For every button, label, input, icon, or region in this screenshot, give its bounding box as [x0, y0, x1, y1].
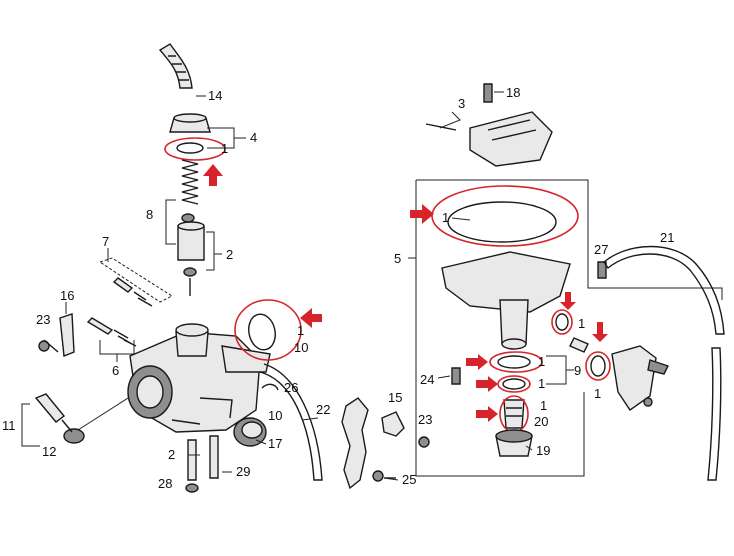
callout-24: 24	[420, 372, 434, 387]
bracket-screw-low-part	[372, 470, 396, 482]
carburetor-body-part	[127, 323, 271, 433]
cap-gasket-part	[176, 142, 204, 154]
seal-upper-part	[497, 355, 531, 369]
callout-1-needle: 1	[221, 141, 228, 156]
cap-gasket-arrow	[203, 164, 223, 186]
fuel-hose-lower-part	[707, 347, 722, 481]
callout-1-float: 1	[297, 323, 304, 338]
callout-21: 21	[660, 230, 674, 245]
drain-cap-part	[233, 417, 267, 447]
callout-7: 7	[102, 234, 109, 249]
cap-gasket-highlight	[164, 137, 226, 161]
seal-lower-part	[502, 378, 526, 390]
callout-29: 29	[236, 464, 250, 479]
valve-oring-arrow	[592, 322, 608, 342]
callout-28: 28	[158, 476, 172, 491]
fuel-hose-part	[603, 245, 725, 335]
callout-27: 27	[594, 242, 608, 257]
bracket-screw-part	[38, 339, 59, 353]
callout-1-jet: 1	[578, 316, 585, 331]
callout-23-left: 23	[36, 312, 50, 327]
sediment-cup-part	[495, 429, 533, 457]
cable-bracket-part	[381, 411, 405, 437]
needle-clip-part	[181, 213, 195, 223]
heat-shield-part	[341, 397, 369, 490]
callout-5: 5	[394, 251, 401, 266]
cable-boot-part	[158, 43, 193, 89]
bottom-jet-part	[185, 439, 199, 493]
valve-oring-highlight	[585, 351, 611, 381]
callout-18: 18	[506, 85, 520, 100]
idle-screw-part	[86, 317, 137, 347]
callout-22: 22	[316, 402, 330, 417]
seal-upper-arrow	[466, 354, 488, 370]
jet-oring-highlight	[551, 309, 573, 335]
choke-part	[34, 393, 85, 444]
jet-oring-arrow	[560, 292, 576, 310]
hose-clip-part	[261, 383, 279, 391]
chamber-cover-part	[469, 111, 553, 167]
bottom-screw-part	[209, 435, 219, 479]
top-cap-part	[169, 113, 211, 133]
bracket-part	[59, 313, 75, 357]
callout-11: 11	[2, 418, 16, 433]
filter-screen-part	[503, 399, 525, 429]
callout-2-bottom: 2	[168, 447, 175, 462]
bracket-screw-mid-part	[418, 436, 430, 448]
callout-20: 20	[534, 414, 548, 429]
callout-1-bowl: 1	[442, 210, 449, 225]
callout-3: 3	[458, 96, 465, 111]
float-gasket-highlight	[234, 299, 302, 361]
pilot-screw-part	[112, 277, 153, 307]
callout-17: 17	[268, 436, 282, 451]
callout-14: 14	[208, 88, 222, 103]
bowl-oring-highlight	[431, 185, 579, 247]
callout-15: 15	[388, 390, 402, 405]
callout-9: 9	[574, 363, 581, 378]
bowl-screw-part	[451, 367, 461, 385]
overflow-hose-part	[259, 363, 323, 481]
assembly-frame	[415, 179, 723, 477]
seal-upper-highlight	[489, 351, 543, 373]
callout-4: 4	[250, 130, 257, 145]
callout-19: 19	[536, 443, 550, 458]
callout-6: 6	[112, 363, 119, 378]
callout-12: 12	[42, 444, 56, 459]
drain-screw-part	[569, 337, 589, 353]
callout-8: 8	[146, 207, 153, 222]
float-bowl-part	[441, 251, 571, 350]
fuel-valve-part	[611, 345, 669, 411]
callout-2-needle: 2	[226, 247, 233, 262]
callout-26: 26	[284, 380, 298, 395]
callout-1-valve: 1	[594, 386, 601, 401]
callout-10-float: 10	[294, 340, 308, 355]
callout-23-mid: 23	[418, 412, 432, 427]
valve-oring-part	[590, 355, 606, 377]
callout-1-screen: 1	[540, 398, 547, 413]
bowl-oring-part	[447, 201, 557, 243]
bowl-oring-arrow	[410, 204, 434, 224]
seal-lower-arrow	[476, 376, 498, 392]
callout-10-hose: 10	[268, 408, 282, 423]
float-gasket-arrow	[300, 308, 322, 328]
cover-screw-part	[483, 83, 493, 103]
throttle-spring-part	[181, 159, 199, 205]
callout-1-o1: 1	[538, 354, 545, 369]
callout-1-o2: 1	[538, 376, 545, 391]
callout-16: 16	[60, 288, 74, 303]
throttle-valve-part	[177, 225, 205, 261]
callout-25: 25	[402, 472, 416, 487]
float-gasket-part	[248, 313, 276, 351]
filter-screen-arrow	[476, 406, 498, 422]
jet-oring-part	[555, 313, 569, 331]
